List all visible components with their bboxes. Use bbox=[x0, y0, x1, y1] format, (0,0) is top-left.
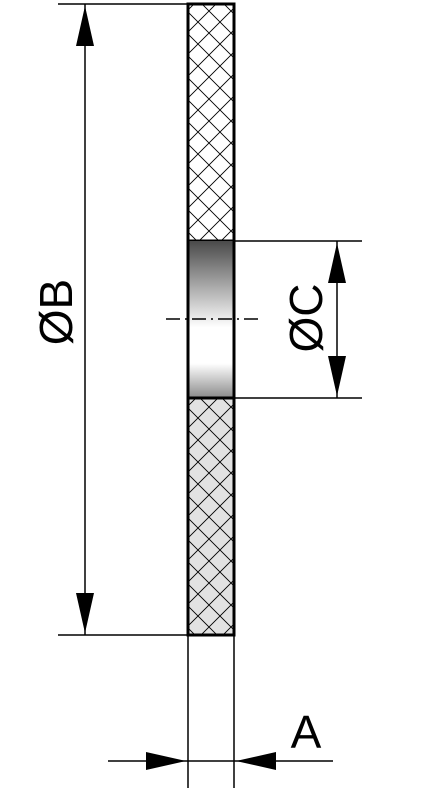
arrow-left-icon bbox=[236, 752, 276, 770]
label-diameter-c: ØC bbox=[280, 284, 332, 353]
arrow-right-icon bbox=[146, 752, 186, 770]
arrow-down-icon bbox=[76, 593, 94, 633]
label-diameter-b: ØB bbox=[30, 279, 82, 345]
gasket-upper-section bbox=[186, 2, 236, 243]
dimension-inner-diameter bbox=[234, 240, 362, 399]
dimension-thickness bbox=[108, 635, 333, 788]
gasket-lower-section bbox=[186, 396, 236, 637]
arrow-up-icon bbox=[328, 243, 346, 283]
label-thickness-a: A bbox=[291, 706, 322, 758]
arrow-up-icon bbox=[76, 6, 94, 46]
arrow-down-icon bbox=[328, 356, 346, 396]
dimension-outer-diameter bbox=[58, 3, 188, 636]
